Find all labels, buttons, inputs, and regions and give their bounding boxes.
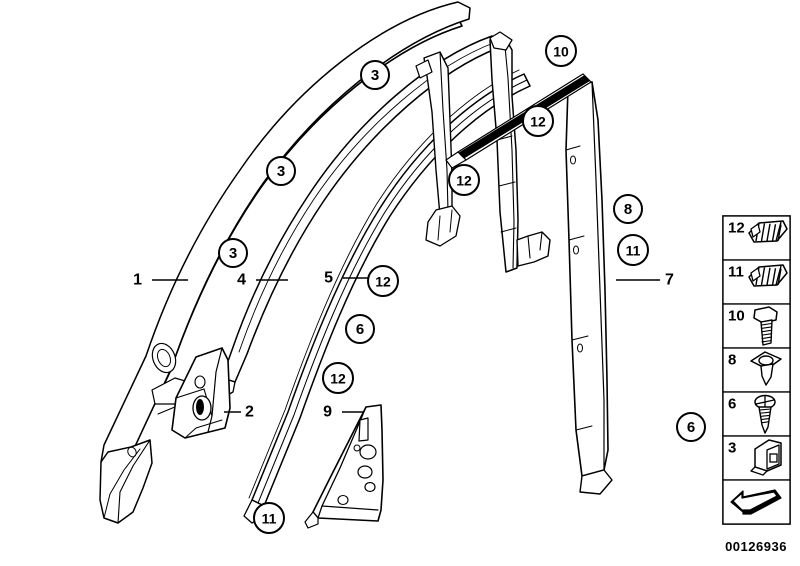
direction-arrow-icon (730, 489, 782, 515)
callout-6-8: 6 (345, 314, 375, 344)
callout-12-5: 12 (448, 164, 480, 196)
callout-12-4: 12 (522, 105, 554, 137)
part-number-label: 00126936 (725, 539, 787, 554)
legend-row-12: 12 (722, 215, 791, 261)
expansion-rivet-icon (750, 351, 782, 386)
callout-12-6: 12 (367, 265, 399, 297)
callout-number: 12 (375, 274, 391, 290)
part-12-window-guide-rail (489, 31, 551, 273)
callout-circle (676, 412, 706, 442)
callout-circle (617, 234, 649, 266)
callout-11-10: 11 (617, 234, 649, 266)
callout-number: 3 (277, 163, 285, 180)
part-1-door-frame (99, 1, 471, 524)
clip-retainer-icon (748, 264, 788, 287)
leader-text-7: 7 (665, 272, 674, 289)
callout-circle (448, 164, 480, 196)
callout-circle (345, 314, 375, 344)
callout-number: 3 (229, 245, 237, 262)
part-12-upper-guide-bracket (415, 51, 461, 247)
legend-row-3: 3 (722, 435, 791, 481)
leader-text-2: 2 (245, 404, 254, 421)
callout-6-12: 6 (676, 412, 706, 442)
callout-10-3: 10 (545, 35, 577, 67)
legend-row-6: 6 (722, 391, 791, 437)
callout-circle (253, 502, 285, 534)
part-7-pillar-trim-cover (565, 81, 613, 495)
callout-circle (613, 194, 643, 224)
legend-row-10: 10 (722, 303, 791, 349)
part-9-reinforcement-plate (304, 404, 384, 529)
leader-label-9: 9 (323, 404, 363, 421)
callout-circle (218, 238, 248, 268)
callout-circle (367, 265, 399, 297)
leader-label-5: 5 (324, 270, 368, 287)
callout-number: 11 (626, 243, 641, 259)
callout-circle (522, 105, 554, 137)
leader-label-2: 2 (224, 404, 254, 421)
leader-label-7: 7 (616, 272, 674, 289)
callout-circles-group: 3 3 3 10 12 12 12 12 6 8 11 11 6 (218, 35, 706, 534)
legend-number: 6 (728, 396, 736, 413)
leader-text-5: 5 (324, 270, 333, 287)
hex-bolt-icon (753, 306, 778, 346)
callout-number: 10 (553, 44, 569, 60)
clip-retainer-icon (748, 220, 788, 243)
legend-row-11: 11 (722, 259, 791, 305)
callout-3-1: 3 (266, 156, 296, 186)
legend-row-arrow (722, 479, 791, 525)
callout-number: 11 (262, 511, 277, 527)
leader-label-4: 4 (237, 272, 288, 289)
callout-number: 12 (530, 114, 546, 130)
leader-label-1: 1 (133, 272, 188, 289)
callout-12-7: 12 (322, 362, 354, 394)
callout-number: 8 (624, 201, 632, 218)
callout-number: 6 (687, 419, 695, 436)
callout-3-0: 3 (360, 60, 390, 90)
callout-8-9: 8 (613, 194, 643, 224)
callout-11-11: 11 (253, 502, 285, 534)
callout-circle (266, 156, 296, 186)
leader-text-9: 9 (323, 404, 332, 421)
callout-number: 3 (371, 67, 379, 84)
legend-number: 8 (728, 352, 736, 369)
legend-number: 12 (728, 220, 745, 237)
legend-number: 10 (728, 308, 745, 325)
spring-clip-icon (750, 439, 782, 476)
legend-number: 3 (728, 440, 736, 457)
callout-number: 12 (456, 173, 472, 189)
legend-row-8: 8 (722, 347, 791, 393)
part-2-corner-bracket (171, 347, 231, 439)
legend-number: 11 (728, 264, 744, 281)
phillips-screw-icon (754, 394, 776, 434)
callout-number: 12 (330, 371, 346, 387)
callout-number: 6 (356, 321, 364, 338)
callout-circle (322, 362, 354, 394)
leader-text-4: 4 (237, 272, 246, 289)
callout-circle (545, 35, 577, 67)
legend-box: 12 11 10 8 6 3 (722, 215, 791, 525)
callout-circle (360, 60, 390, 90)
callout-3-2: 3 (218, 238, 248, 268)
leader-text-1: 1 (133, 272, 142, 289)
legend-cell (722, 347, 791, 393)
